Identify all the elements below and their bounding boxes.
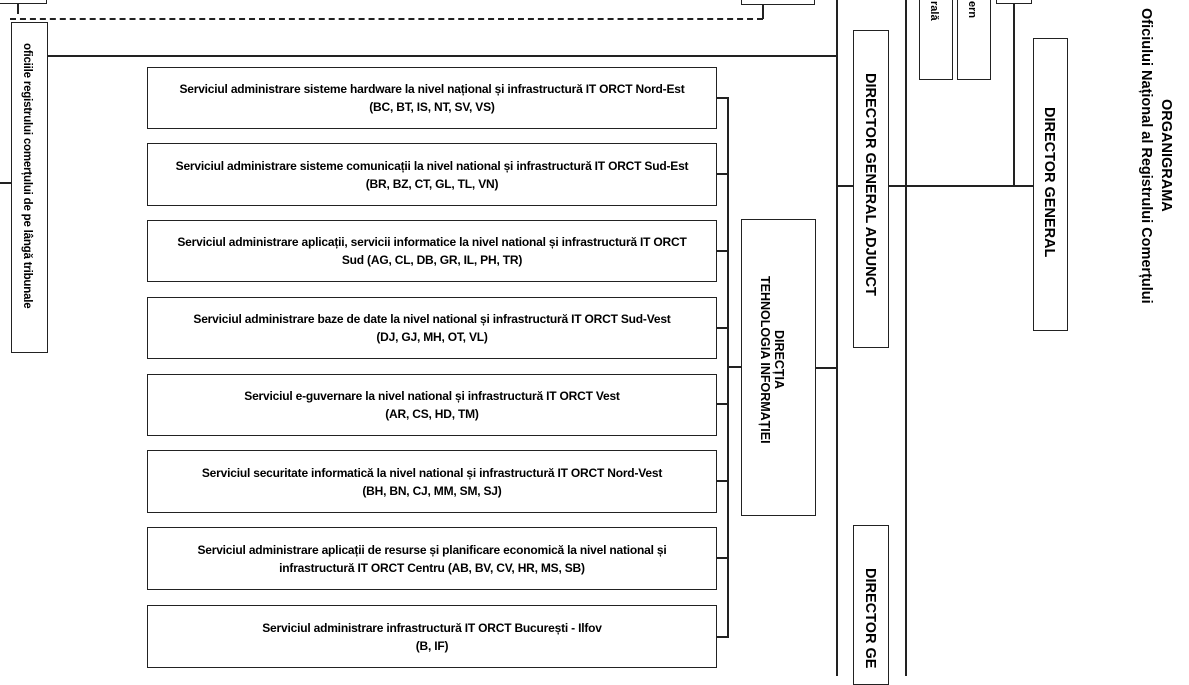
connector-line bbox=[1013, 4, 1015, 186]
top-unit-label-2: ern bbox=[966, 1, 978, 19]
service-name: Serviciul securitate informatică la nive… bbox=[201, 465, 663, 480]
service-name: Serviciul e-guvernare la nivel national … bbox=[244, 389, 620, 403]
top-unit-box-2[interactable]: ern bbox=[957, 0, 991, 80]
service-box-nord-vest[interactable]: Serviciul securitate informatică la nive… bbox=[147, 450, 717, 513]
service-counties: (BH, BN, CJ, MM, SM, SJ) bbox=[362, 483, 502, 498]
connector-line bbox=[836, 185, 1034, 187]
connector-tick bbox=[716, 327, 728, 329]
service-counties: infrastructură IT ORCT Centru (AB, BV, C… bbox=[279, 560, 585, 575]
connector-line bbox=[836, 0, 838, 676]
service-counties: (AR, CS, HD, TM) bbox=[385, 407, 479, 421]
unit-oficiile-label: oficiile registrului comerțului de pe lâ… bbox=[21, 43, 33, 309]
service-box-centru[interactable]: Serviciul administrare aplicații de resu… bbox=[147, 527, 717, 590]
connector-tick bbox=[716, 403, 728, 405]
service-box-nord-est[interactable]: Serviciul administrare sisteme hardware … bbox=[147, 67, 717, 129]
connector-tick bbox=[716, 480, 728, 482]
service-box-vest[interactable]: Serviciul e-guvernare la nivel national … bbox=[147, 374, 717, 436]
service-counties: (DJ, GJ, MH, OT, VL) bbox=[376, 330, 488, 344]
directia-line2: TEHNOLOGIA INFORMAȚIEI bbox=[758, 276, 772, 444]
connector-line bbox=[0, 182, 11, 184]
service-box-sud-vest[interactable]: Serviciul administrare baze de date la n… bbox=[147, 297, 717, 359]
service-box-bucuresti-ilfov[interactable]: Serviciul administrare infrastructură IT… bbox=[147, 605, 717, 668]
connector-line bbox=[815, 367, 837, 369]
title-line2: Oficiului Național al Registrului Comerț… bbox=[1138, 8, 1154, 304]
service-name: Serviciul administrare baze de date la n… bbox=[193, 312, 671, 326]
service-name: Serviciul administrare sisteme comunicaț… bbox=[175, 158, 689, 173]
directia-tehnologia-informatiei[interactable]: DIRECȚIA TEHNOLOGIA INFORMAȚIEI bbox=[741, 219, 816, 516]
connector-line bbox=[728, 366, 741, 368]
connector-tick bbox=[716, 250, 728, 252]
service-name: Serviciul administrare aplicații, servic… bbox=[177, 235, 687, 249]
service-box-sud[interactable]: Serviciul administrare aplicații, servic… bbox=[147, 220, 717, 282]
service-name: Serviciul administrare aplicații de resu… bbox=[197, 542, 667, 557]
director-general-adjunct-label: DIRECTOR GENERAL ADJUNCT bbox=[862, 73, 878, 296]
top-unit-label-1: rală bbox=[928, 1, 940, 21]
director-general-label: DIRECTOR GENERAL bbox=[1041, 107, 1057, 258]
title-line1: ORGANIGRAMA bbox=[1158, 99, 1174, 213]
director-general-box-lower[interactable]: DIRECTOR GE bbox=[853, 525, 889, 685]
connector-tick bbox=[716, 97, 728, 99]
top-unit-box-1[interactable]: rală bbox=[919, 0, 953, 80]
director-general[interactable]: DIRECTOR GENERAL bbox=[1033, 38, 1068, 331]
directia-line1: DIRECȚIA bbox=[772, 330, 786, 390]
service-counties: (BC, BT, IS, NT, SV, VS) bbox=[369, 100, 495, 114]
top-partial-box-mid bbox=[741, 0, 815, 5]
top-partial-box-left bbox=[0, 0, 47, 4]
service-name: Serviciul administrare infrastructură IT… bbox=[262, 620, 602, 635]
connector-tick bbox=[716, 636, 728, 638]
directia-label: DIRECȚIA TEHNOLOGIA INFORMAȚIEI bbox=[758, 276, 786, 444]
service-counties: (BR, BZ, CT, GL, TL, VN) bbox=[365, 176, 499, 191]
unit-oficiile-registrului[interactable]: oficiile registrului comerțului de pe lâ… bbox=[11, 22, 48, 353]
service-box-sud-est[interactable]: Serviciul administrare sisteme comunicaț… bbox=[147, 143, 717, 206]
connector-line bbox=[762, 4, 764, 19]
director-general-adjunct[interactable]: DIRECTOR GENERAL ADJUNCT bbox=[853, 30, 889, 348]
service-name: Serviciul administrare sisteme hardware … bbox=[179, 82, 685, 96]
connector-line bbox=[17, 0, 19, 14]
page-title: ORGANIGRAMA Oficiului Național al Regist… bbox=[1136, 8, 1176, 304]
service-counties: Sud (AG, CL, DB, GR, IL, PH, TR) bbox=[341, 253, 523, 267]
connector-tick bbox=[716, 173, 728, 175]
service-counties: (B, IF) bbox=[415, 638, 449, 653]
dashed-connector bbox=[10, 18, 763, 20]
top-partial-box-right bbox=[996, 0, 1032, 4]
director-general-lower-label: DIRECTOR GE bbox=[862, 568, 878, 669]
connector-line bbox=[47, 55, 837, 57]
connector-tick bbox=[716, 557, 728, 559]
connector-line bbox=[905, 0, 907, 676]
